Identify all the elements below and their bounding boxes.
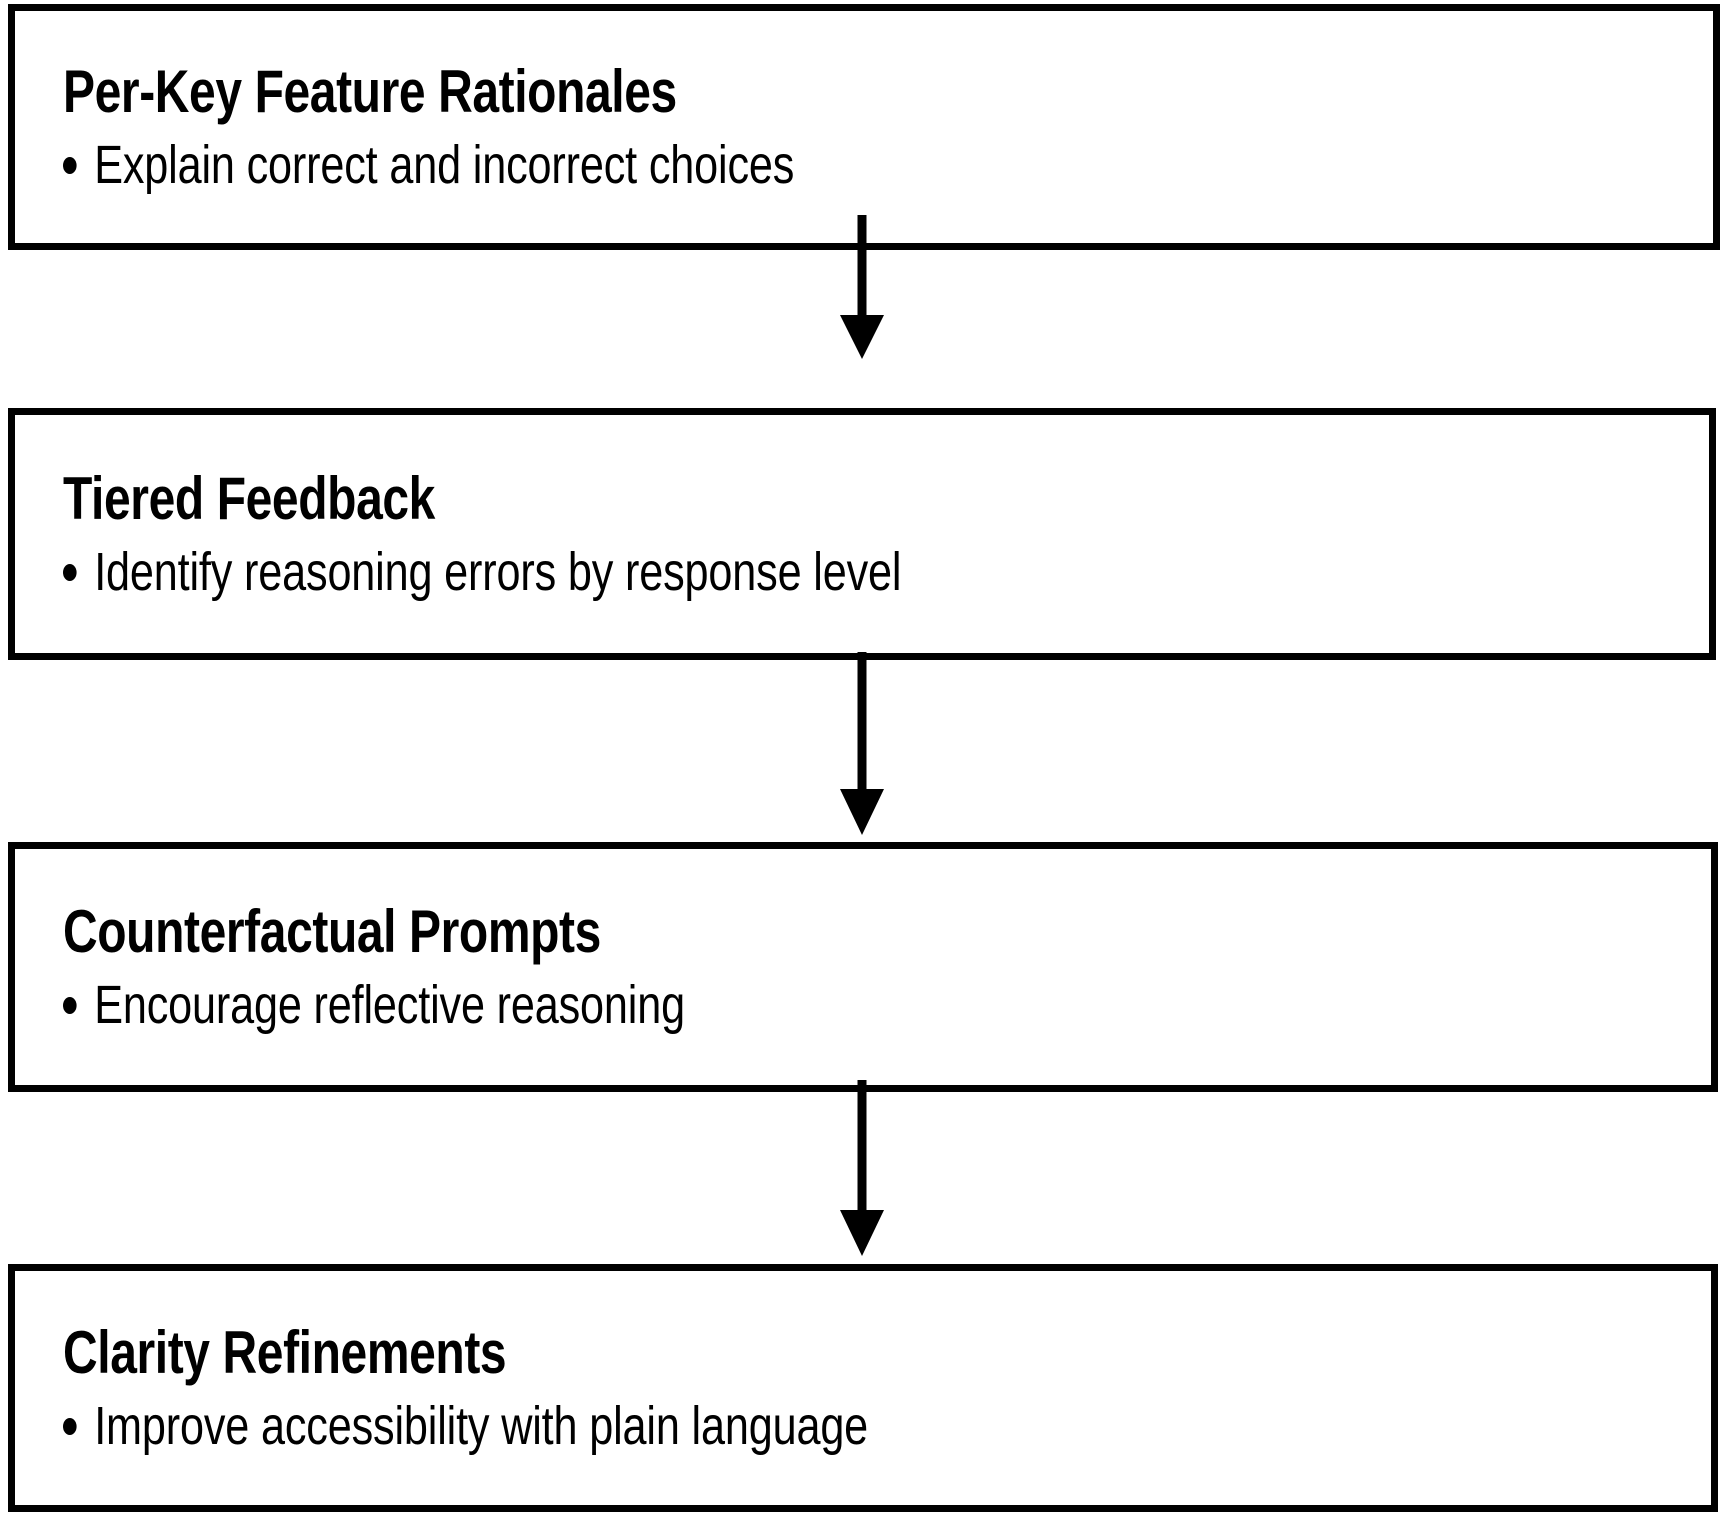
flow-node-per-key-feature-rationales[interactable]: Per-Key Feature Rationales Explain corre… <box>8 4 1720 250</box>
node-bullet: Explain correct and incorrect choices <box>63 137 1364 194</box>
node-title: Tiered Feedback <box>63 465 435 533</box>
connector-arrow-2 <box>838 652 886 836</box>
node-bullet-text: Identify reasoning errors by response le… <box>94 542 902 603</box>
connector-arrow-1 <box>838 215 886 360</box>
node-bullet-text: Explain correct and incorrect choices <box>94 135 795 196</box>
node-content: Clarity Refinements Improve accessibilit… <box>63 1271 1687 1505</box>
flow-node-clarity-refinements[interactable]: Clarity Refinements Improve accessibilit… <box>8 1264 1718 1512</box>
node-bullet: Improve accessibility with plain languag… <box>63 1398 1362 1455</box>
bullet-dot-icon <box>63 157 77 174</box>
flow-node-tiered-feedback[interactable]: Tiered Feedback Identify reasoning error… <box>8 408 1716 660</box>
flow-node-counterfactual-prompts[interactable]: Counterfactual Prompts Encourage reflect… <box>8 842 1718 1092</box>
node-content: Counterfactual Prompts Encourage reflect… <box>63 849 1687 1085</box>
node-title: Clarity Refinements <box>63 1319 507 1387</box>
bullet-dot-icon <box>63 1418 77 1435</box>
node-bullet-text: Improve accessibility with plain languag… <box>94 1396 869 1457</box>
bullet-dot-icon <box>63 997 77 1014</box>
connector-arrow-3 <box>838 1080 886 1257</box>
node-bullet: Identify reasoning errors by response le… <box>63 544 1361 601</box>
node-bullet: Encourage reflective reasoning <box>63 977 1362 1034</box>
node-title: Per-Key Feature Rationales <box>63 58 677 126</box>
bullet-dot-icon <box>63 564 77 581</box>
node-content: Per-Key Feature Rationales Explain corre… <box>63 11 1689 243</box>
node-content: Tiered Feedback Identify reasoning error… <box>63 415 1685 653</box>
node-bullet-text: Encourage reflective reasoning <box>94 975 685 1036</box>
node-title: Counterfactual Prompts <box>63 898 601 966</box>
